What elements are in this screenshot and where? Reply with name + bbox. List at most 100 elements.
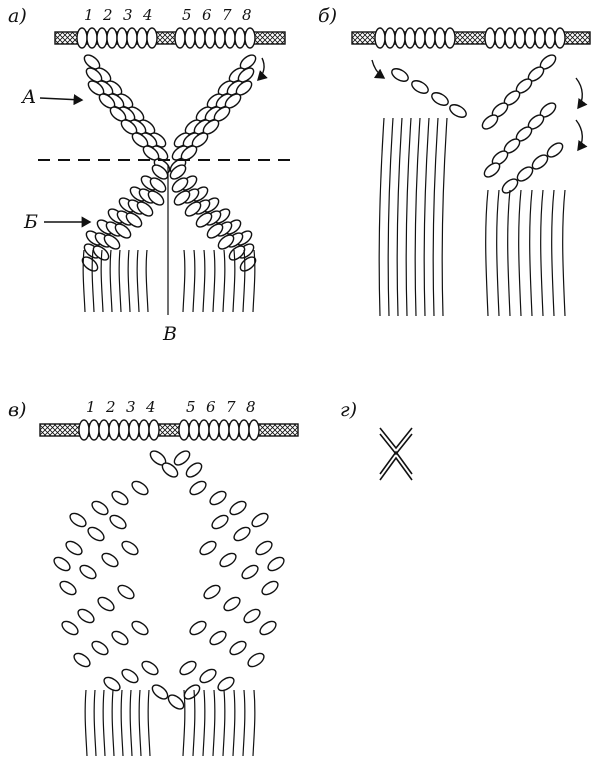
knot — [114, 223, 132, 239]
knot — [109, 514, 127, 530]
mounting-knot — [218, 419, 230, 441]
mounting-knot — [374, 27, 386, 49]
cord — [192, 249, 196, 313]
cord — [540, 189, 544, 317]
knot — [73, 652, 91, 668]
mounting-knot — [384, 27, 396, 49]
knot — [228, 245, 246, 261]
mounting-knot — [204, 27, 216, 49]
mounting-knot — [534, 27, 546, 49]
cord — [212, 689, 216, 757]
mounting-knot — [98, 419, 110, 441]
cord-number: 5 — [186, 398, 196, 416]
cord — [252, 689, 256, 757]
knot — [77, 608, 95, 624]
knot — [111, 490, 129, 506]
knot — [209, 630, 227, 646]
cord-number: 2 — [102, 6, 113, 24]
mounting-knot — [444, 27, 456, 49]
cord-numbers: 1 2 3 4 5 6 7 8 — [84, 6, 252, 24]
knot — [189, 480, 207, 496]
cord — [242, 689, 246, 757]
knot — [87, 526, 105, 542]
mounting-knot — [544, 27, 556, 49]
knot — [267, 556, 285, 572]
knot — [179, 660, 197, 676]
mounting-knot — [214, 27, 226, 49]
cord — [93, 689, 97, 757]
cord — [82, 249, 86, 313]
cord-number: 6 — [202, 6, 212, 24]
knot — [111, 630, 129, 646]
knot — [61, 620, 79, 636]
cord-number: 1 — [86, 398, 96, 416]
knot-lattice — [53, 450, 285, 710]
knot — [141, 660, 159, 676]
knot — [151, 164, 169, 180]
cord — [551, 189, 555, 317]
knot — [183, 684, 201, 700]
cord — [182, 689, 186, 757]
cord — [518, 189, 522, 317]
mounting-knot — [194, 27, 206, 49]
mounting-knot — [88, 419, 100, 441]
mounting-knot — [178, 419, 190, 441]
marker-a-arrow-icon — [39, 94, 84, 106]
knot — [251, 512, 269, 528]
cord — [111, 689, 115, 757]
knot — [195, 212, 213, 228]
mounting-knot — [126, 27, 138, 49]
cord — [102, 689, 106, 757]
diagonal-knot-rows — [81, 54, 257, 272]
hanging-cords — [82, 249, 256, 313]
cord — [136, 249, 140, 313]
mounting-knot — [208, 419, 220, 441]
cord-number: 4 — [142, 6, 153, 24]
mounting-knot — [504, 27, 516, 49]
mounting-knot — [184, 27, 196, 49]
cord-number: 7 — [226, 398, 236, 416]
knot — [199, 540, 217, 556]
mounting-knot — [108, 419, 120, 441]
cord — [120, 689, 124, 757]
cord — [432, 117, 439, 317]
knot — [449, 104, 467, 118]
curved-arrow-icon — [257, 57, 268, 81]
mounting-knot — [78, 419, 90, 441]
panel-a-label: а) — [8, 5, 27, 27]
panel-v: в) 1 2 3 4 5 6 7 8 — [8, 398, 299, 757]
cord — [396, 117, 403, 317]
knot — [546, 142, 564, 158]
knot — [241, 564, 259, 580]
knot — [161, 462, 179, 478]
knot — [103, 676, 121, 692]
mounting-knot — [138, 419, 150, 441]
knot — [103, 234, 121, 250]
cord-number: 8 — [246, 398, 256, 416]
knot-rows — [391, 54, 564, 194]
knot — [211, 514, 229, 530]
knot — [117, 584, 135, 600]
mounting-knot — [238, 419, 250, 441]
knot — [101, 552, 119, 568]
knot — [53, 556, 71, 572]
mounting-knot — [248, 419, 260, 441]
knot — [147, 190, 165, 206]
cord — [182, 249, 186, 313]
mounting-knot — [76, 27, 88, 49]
mounting-knot — [116, 27, 128, 49]
knot — [199, 668, 217, 684]
cord-number: 4 — [145, 398, 156, 416]
cord — [222, 689, 226, 757]
cord — [232, 249, 236, 313]
cord — [496, 189, 500, 317]
cord — [387, 117, 394, 317]
knot — [223, 596, 241, 612]
mounting-knot — [484, 27, 496, 49]
cord — [242, 249, 246, 313]
mounting-knot — [434, 27, 446, 49]
knot — [131, 480, 149, 496]
knot — [481, 114, 499, 130]
knot — [173, 450, 191, 466]
cord — [507, 189, 511, 317]
